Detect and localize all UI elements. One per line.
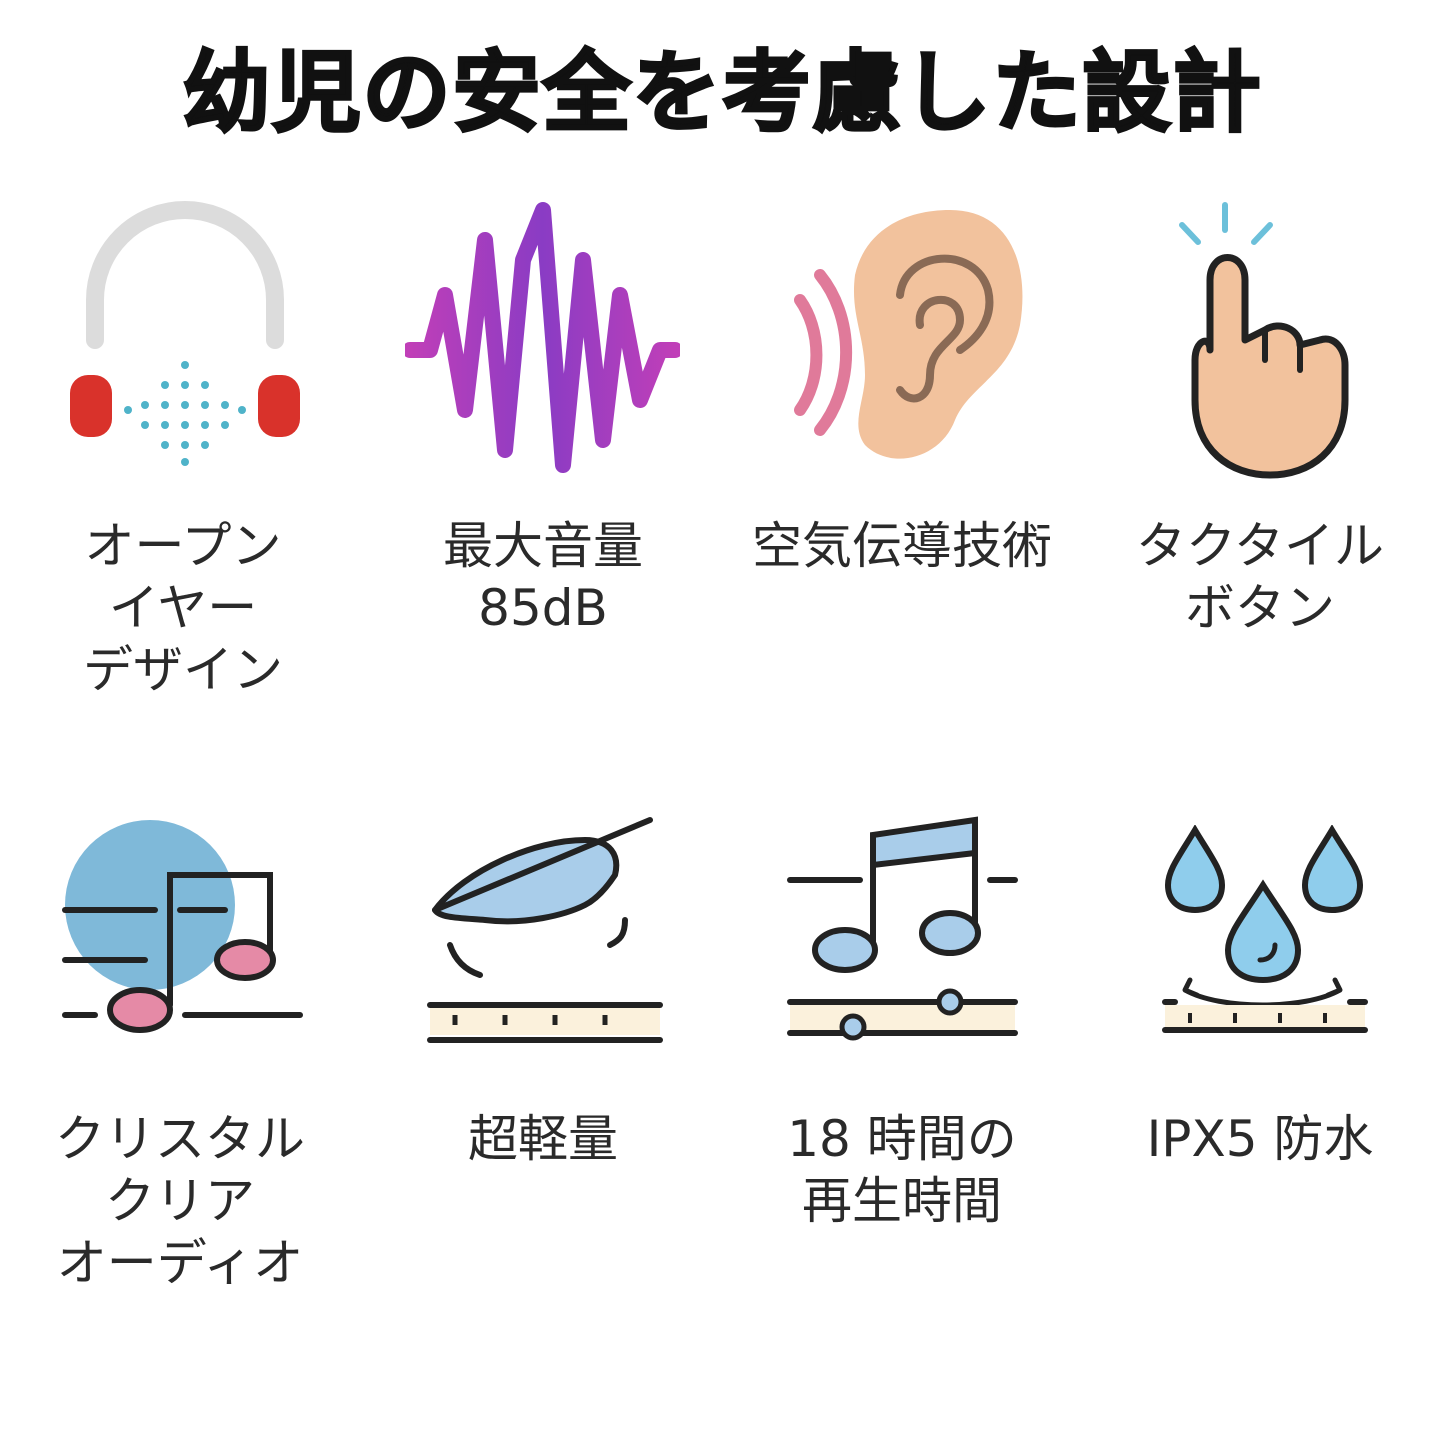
music-note-circle-icon [62, 820, 303, 1033]
feature-label-ultra-light: 超軽量 [468, 1110, 618, 1168]
headphones-icon [70, 201, 300, 466]
feature-label-air-conduction: 空気伝導技術 [752, 517, 1052, 575]
water-drops-icon [1162, 825, 1368, 1033]
page-title: 幼児の安全を考慮した設計 [181, 40, 1263, 146]
sound-wave-icon [405, 202, 680, 473]
music-notes-staff-icon [787, 816, 1018, 1041]
ear-icon [794, 210, 1023, 459]
feature-label-max-volume: 最大音量 85dB [443, 517, 643, 637]
feature-label-playtime: 18 時間の 再生時間 [787, 1110, 1017, 1230]
feather-icon [427, 817, 663, 1043]
tap-finger-icon [1179, 202, 1349, 479]
feature-label-crystal-clear-audio: クリスタル クリア オーディオ [55, 1110, 305, 1292]
feature-label-waterproof: IPX5 防水 [1146, 1110, 1374, 1168]
feature-label-tactile-buttons: タクタイル ボタン [1136, 517, 1384, 637]
feature-label-open-ear: オープン イヤー デザイン [83, 517, 283, 699]
